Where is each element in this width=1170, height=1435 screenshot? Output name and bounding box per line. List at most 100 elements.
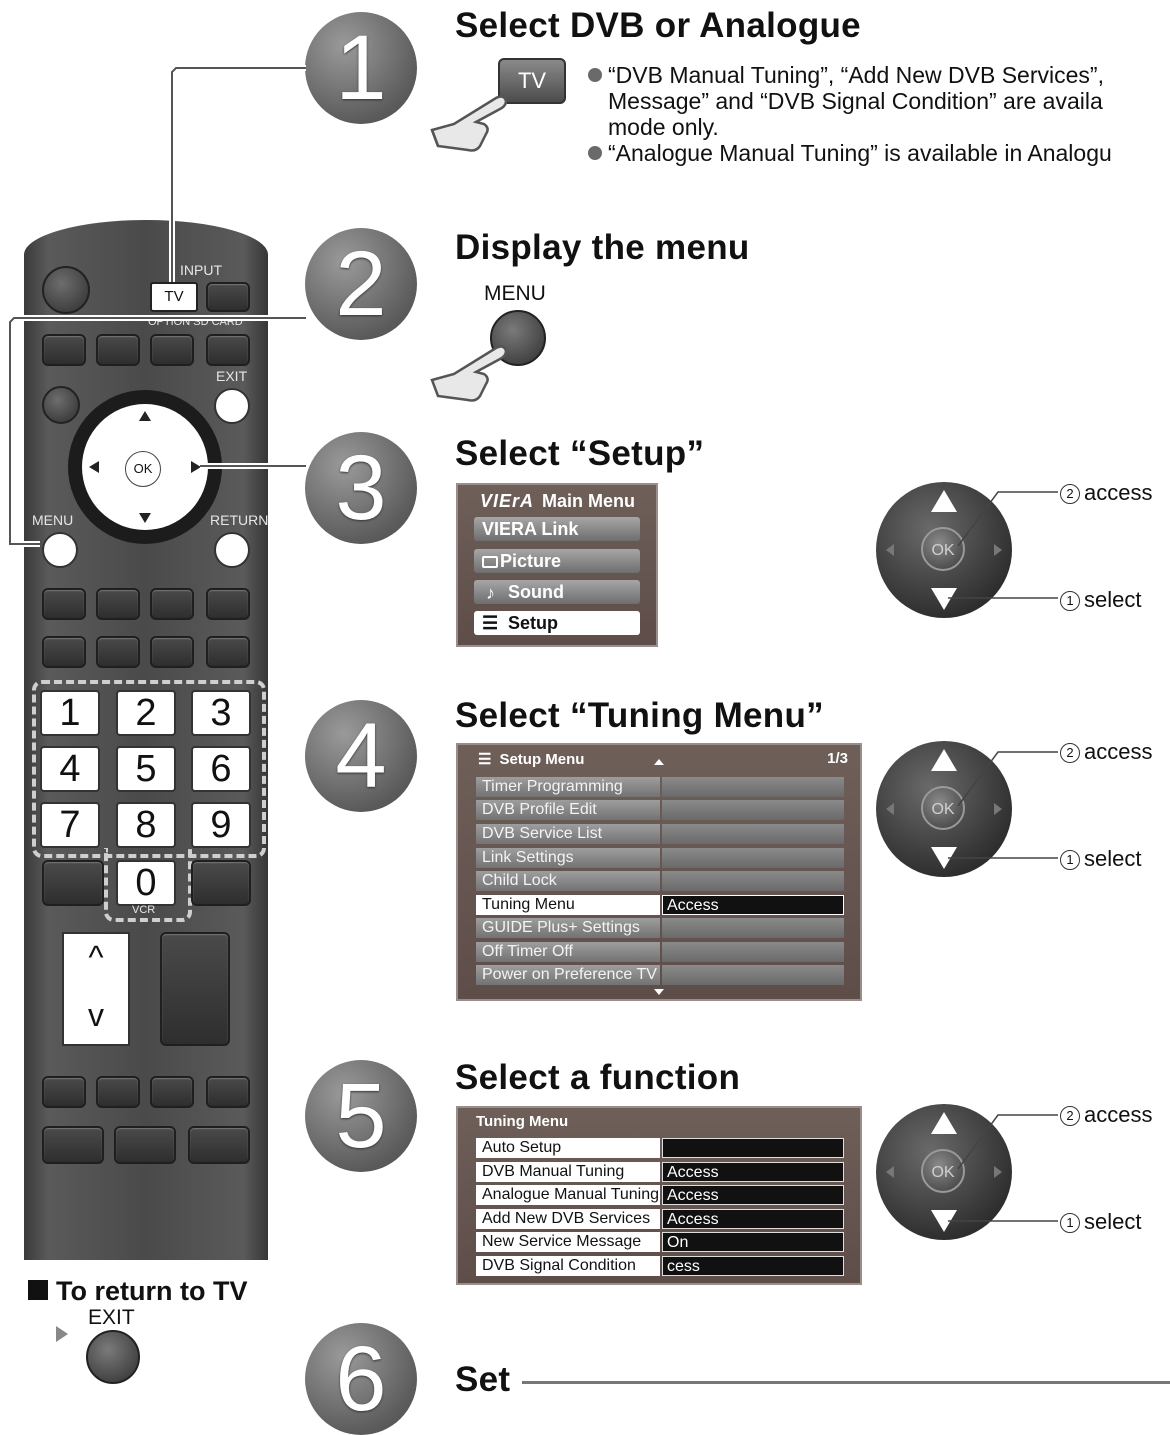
remote-key[interactable] <box>150 588 194 620</box>
square-bullet-icon <box>28 1280 48 1300</box>
note-text: “Analogue Manual Tuning” is available in… <box>608 140 1112 166</box>
step-5-heading: Select a function <box>455 1058 741 1097</box>
up-arrow-icon[interactable] <box>931 749 957 771</box>
item-value: Access <box>662 895 844 915</box>
sd-card-key[interactable] <box>206 334 250 366</box>
return-key[interactable] <box>214 532 250 568</box>
input-key[interactable] <box>206 282 250 312</box>
down-arrow-icon[interactable] <box>931 847 957 869</box>
remote-key[interactable] <box>206 1076 250 1108</box>
remote-key[interactable] <box>42 860 104 906</box>
remote-control: INPUT TV OPTION SD CARD EXIT OK MENU RET… <box>24 220 268 1260</box>
item-label: Analogue Manual Tuning <box>476 1185 660 1205</box>
dpad-left-icon[interactable] <box>89 461 99 473</box>
remote-key[interactable] <box>96 1076 140 1108</box>
number-key-2[interactable]: 2 <box>116 690 176 736</box>
remote-key[interactable] <box>96 334 140 366</box>
item-label: New Service Message <box>476 1232 660 1252</box>
dpad-down-icon[interactable] <box>139 513 151 523</box>
menu-item-setup[interactable]: ☰Setup <box>474 611 640 635</box>
return-label: RETURN <box>210 512 269 528</box>
menu-key[interactable] <box>42 532 78 568</box>
setup-item-power-on-preference[interactable]: Power on Preference TV <box>476 965 844 985</box>
number-key-6[interactable]: 6 <box>191 746 251 792</box>
remote-key[interactable] <box>96 636 140 668</box>
scroll-up-icon[interactable] <box>654 759 664 765</box>
callout-text: access <box>1084 1102 1153 1127</box>
menu-item-sound[interactable]: ♪Sound <box>474 580 640 604</box>
ok-button[interactable]: OK <box>921 527 965 571</box>
callout-text: select <box>1084 1209 1142 1234</box>
number-key-8[interactable]: 8 <box>116 802 176 848</box>
setup-menu-title: Setup Menu <box>499 751 585 768</box>
setup-item-timer-programming[interactable]: Timer Programming <box>476 777 844 797</box>
down-arrow-icon[interactable] <box>931 588 957 610</box>
volume-rocker[interactable] <box>160 932 230 1046</box>
remote-key[interactable] <box>150 1076 194 1108</box>
remote-key[interactable] <box>42 1126 104 1164</box>
number-key-0[interactable]: 0 <box>116 860 176 906</box>
setup-item-child-lock[interactable]: Child Lock <box>476 871 844 891</box>
remote-key[interactable] <box>114 1126 176 1164</box>
remote-round-key[interactable] <box>42 386 80 424</box>
up-arrow-icon[interactable] <box>931 490 957 512</box>
remote-key[interactable] <box>191 860 251 906</box>
setup-item-off-timer[interactable]: Off Timer Off <box>476 942 844 962</box>
exit-key[interactable] <box>214 388 250 424</box>
scroll-down-icon[interactable] <box>654 989 664 995</box>
ok-key[interactable]: OK <box>125 451 161 487</box>
keypad-highlight <box>32 680 266 858</box>
remote-key[interactable] <box>96 588 140 620</box>
vcr-label: VCR <box>132 904 156 916</box>
channel-down-icon[interactable]: v <box>88 997 104 1033</box>
remote-key[interactable] <box>150 636 194 668</box>
dpad-right-icon[interactable] <box>191 461 201 473</box>
number-key-5[interactable]: 5 <box>116 746 176 792</box>
ok-button[interactable]: OK <box>921 786 965 830</box>
return-to-tv-heading: To return to TV <box>28 1276 247 1307</box>
tuning-item-auto-setup[interactable]: Auto Setup <box>476 1138 844 1158</box>
tv-key[interactable]: TV <box>150 282 198 312</box>
ok-button[interactable]: OK <box>921 1149 965 1193</box>
number-key-3[interactable]: 3 <box>191 690 251 736</box>
exit-label: EXIT <box>216 368 248 384</box>
channel-rocker[interactable]: ^ v <box>62 932 130 1046</box>
bullet-icon <box>588 146 602 160</box>
remote-key[interactable] <box>188 1126 250 1164</box>
remote-key[interactable] <box>42 334 86 366</box>
setup-item-dvb-service-list[interactable]: DVB Service List <box>476 824 844 844</box>
callout-lines-step5 <box>948 1114 1058 1222</box>
number-key-7[interactable]: 7 <box>40 802 100 848</box>
number-key-4[interactable]: 4 <box>40 746 100 792</box>
setup-item-link-settings[interactable]: Link Settings <box>476 848 844 868</box>
setup-menu-header: ☰Setup Menu <box>478 750 584 768</box>
item-label: DVB Manual Tuning <box>476 1162 660 1182</box>
number-key-1[interactable]: 1 <box>40 690 100 736</box>
remote-key[interactable] <box>206 636 250 668</box>
menu-item-picture[interactable]: Picture <box>474 549 640 573</box>
dpad-up-icon[interactable] <box>139 411 151 421</box>
down-arrow-icon[interactable] <box>931 1210 957 1232</box>
item-label: Child Lock <box>476 871 660 891</box>
up-arrow-icon[interactable] <box>931 1112 957 1134</box>
remote-key[interactable] <box>42 1076 86 1108</box>
power-button[interactable] <box>42 266 90 314</box>
channel-up-icon[interactable]: ^ <box>88 939 104 975</box>
option-key[interactable] <box>150 334 194 366</box>
remote-key[interactable] <box>42 636 86 668</box>
remote-key[interactable] <box>206 588 250 620</box>
setup-item-guide-plus-settings[interactable]: GUIDE Plus+ Settings <box>476 918 844 938</box>
left-arrow-icon <box>886 1166 894 1178</box>
setup-item-dvb-profile-edit[interactable]: DVB Profile Edit <box>476 800 844 820</box>
remote-key[interactable] <box>42 588 86 620</box>
number-key-9[interactable]: 9 <box>191 802 251 848</box>
menu-item-viera-link[interactable]: VIERA Link <box>474 517 640 541</box>
